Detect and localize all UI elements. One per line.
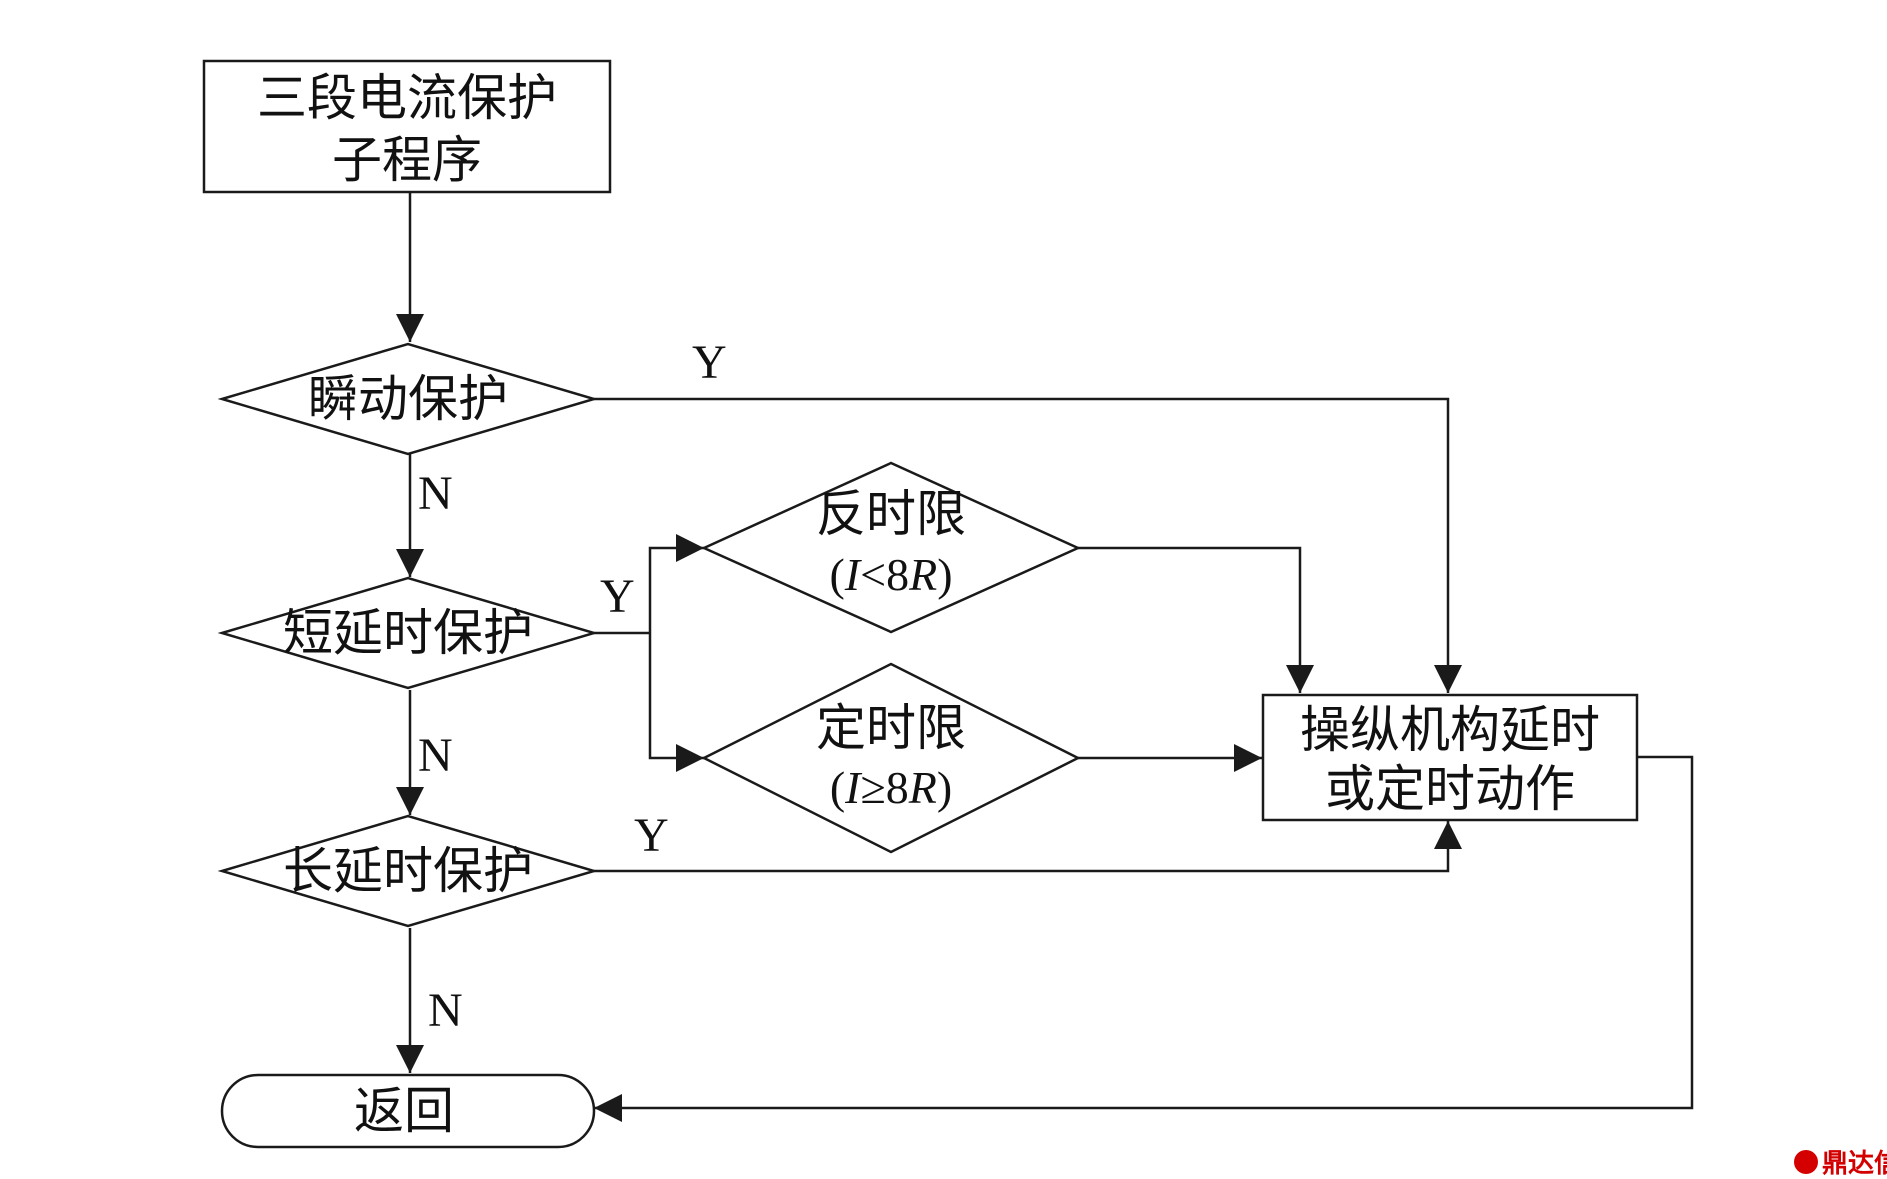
watermark: 鼎达信	[1794, 1149, 1887, 1179]
instant-protection-label: 瞬动保护	[308, 370, 508, 428]
actuator-label-line2: 或定时动作	[1325, 760, 1575, 818]
long-yes-label: Y	[634, 809, 669, 862]
long-delay-label: 长延时保护	[283, 842, 533, 900]
logo-badge-icon	[1794, 1150, 1818, 1174]
long-no-label: N	[428, 984, 463, 1037]
actuator-label-line1: 操纵机构延时	[1300, 701, 1600, 759]
long-delay-decision: 长延时保护	[217, 814, 599, 928]
edge-short-yes-to-definite	[648, 633, 704, 772]
instant-no-label: N	[418, 467, 453, 520]
definite-time-decision: 定时限 (I≥8R)	[701, 662, 1081, 854]
definite-time-label: 定时限	[816, 699, 966, 757]
return-label: 返回	[354, 1082, 454, 1140]
short-delay-decision: 短延时保护	[217, 576, 599, 690]
edges	[396, 192, 1694, 1122]
short-delay-label: 短延时保护	[283, 604, 533, 662]
edge-long-yes	[594, 821, 1462, 873]
start-label-line2: 子程序	[332, 131, 482, 189]
watermark-text: 鼎达信	[1822, 1149, 1887, 1179]
edge-actuator-to-return	[594, 755, 1694, 1122]
edge-short-yes-to-inverse	[648, 534, 704, 633]
edge-labels: Y N Y N Y N	[418, 336, 727, 1037]
return-terminator: 返回	[220, 1073, 596, 1149]
inverse-time-label: 反时限	[816, 485, 966, 543]
short-yes-label: Y	[600, 570, 635, 623]
definite-time-condition: (I≥8R)	[830, 762, 952, 813]
instant-yes-label: Y	[692, 336, 727, 389]
short-no-label: N	[418, 729, 453, 782]
inverse-time-condition: (I<8R)	[829, 549, 952, 600]
start-label-line1: 三段电流保护	[257, 69, 557, 127]
edge-instant-yes	[594, 397, 1462, 693]
edge-inverse-to-actuator	[1078, 546, 1314, 693]
inverse-time-decision: 反时限 (I<8R)	[700, 461, 1082, 634]
start-node: 三段电流保护 子程序	[202, 59, 612, 194]
actuator-node: 操纵机构延时 或定时动作	[1261, 693, 1639, 822]
instant-protection-decision: 瞬动保护	[217, 342, 599, 456]
